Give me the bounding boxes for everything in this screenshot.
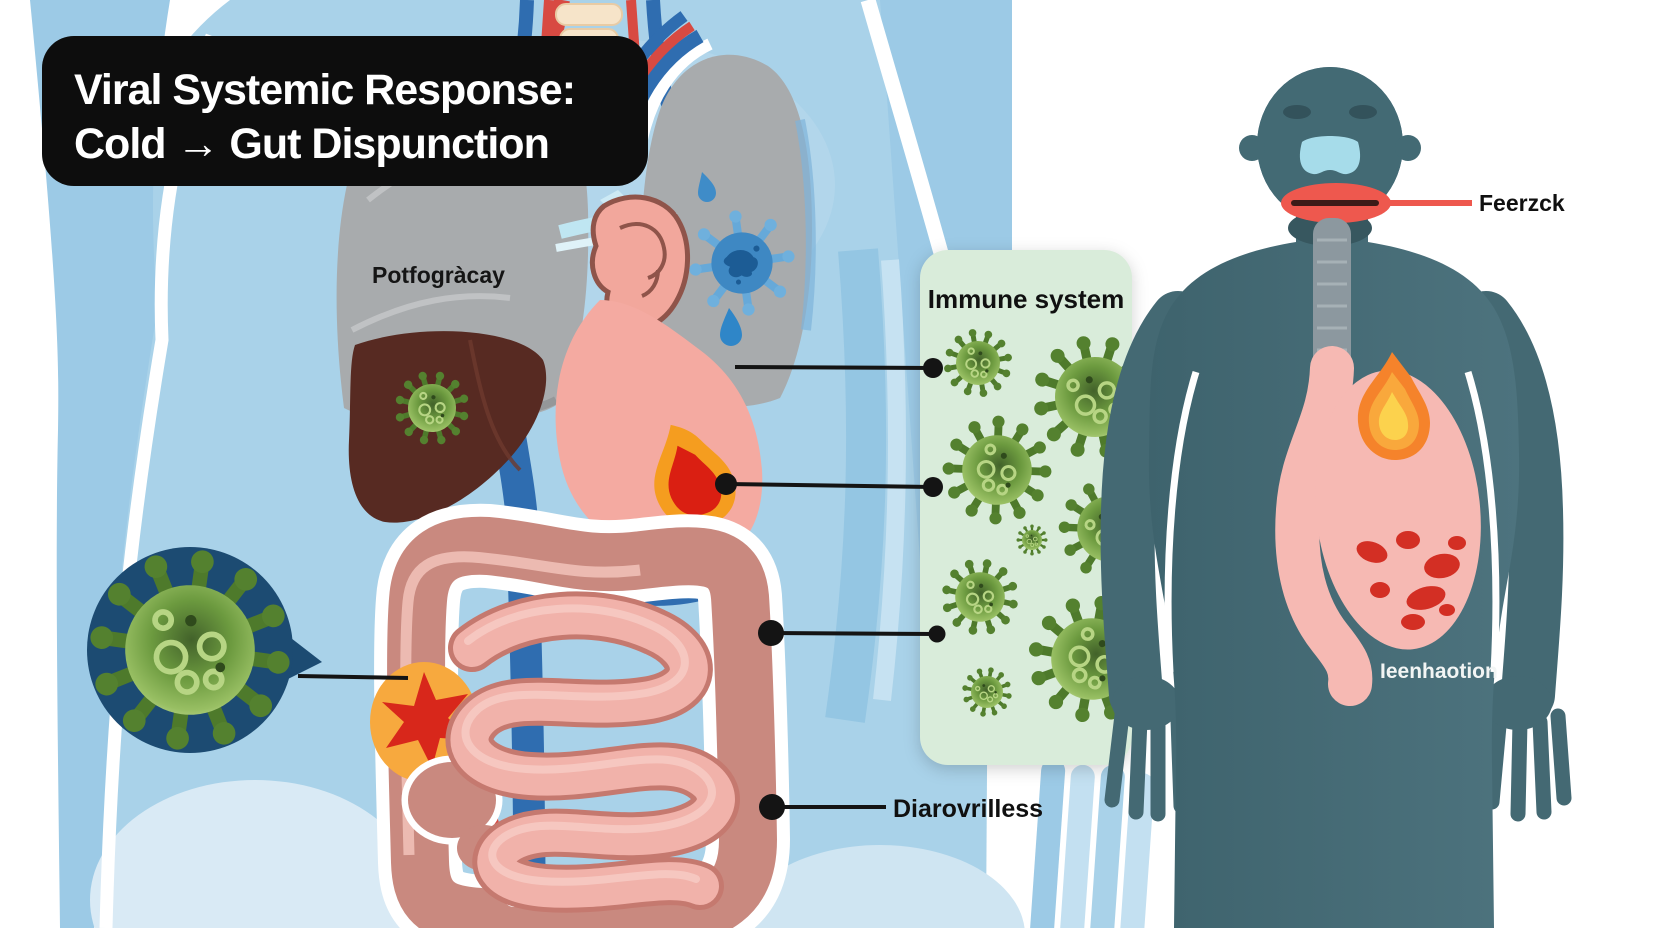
diarrhea-label: Diarovrilless: [893, 795, 1043, 823]
lung-label: Potfogràcay: [372, 262, 505, 288]
immune-panel: Immune system: [920, 250, 1132, 765]
callout-dot: [928, 625, 946, 643]
inflammation-label: Ieenhaotion: [1380, 660, 1498, 683]
callout-dot: [715, 473, 737, 495]
callout-line: [770, 631, 938, 636]
callout-line: [734, 365, 934, 370]
callouts: [715, 358, 946, 820]
magnifier-virus-bubble: [77, 537, 409, 764]
right-figure: Feerzck: [1100, 67, 1572, 928]
figure-flame-icon: [1357, 352, 1430, 460]
fever-label: Feerzck: [1479, 190, 1565, 216]
callout-line: [726, 482, 934, 489]
inflammation-blobs: [1356, 531, 1466, 630]
figure-esophagus: [1313, 218, 1351, 378]
callout-dot: [923, 477, 943, 497]
title-box: Viral Systemic Response: Cold → Gut Disp…: [42, 36, 648, 186]
title-line-1: Viral Systemic Response:: [74, 66, 575, 114]
small-intestine: [445, 591, 740, 913]
callout-dot: [923, 358, 943, 378]
callout-dot: [759, 794, 785, 820]
figure-stomach: [1275, 346, 1481, 706]
title-line-2: Cold → Gut Dispunction: [74, 120, 549, 168]
figure-left-arm: [1100, 291, 1205, 722]
teardrop-icon: [720, 308, 742, 346]
left-hand-fingers: [1028, 758, 1155, 928]
figure-eye-right: [1349, 105, 1377, 119]
intestines: [370, 503, 790, 928]
immune-panel-title: Immune system: [928, 284, 1125, 314]
liver: [348, 331, 547, 523]
callout-dot: [758, 620, 784, 646]
figure-nose-icon: [1299, 136, 1361, 175]
droplet-icon: [698, 172, 716, 202]
figure-eye-left: [1283, 105, 1311, 119]
figure-mouth-thermometer-icon: [1281, 183, 1472, 223]
